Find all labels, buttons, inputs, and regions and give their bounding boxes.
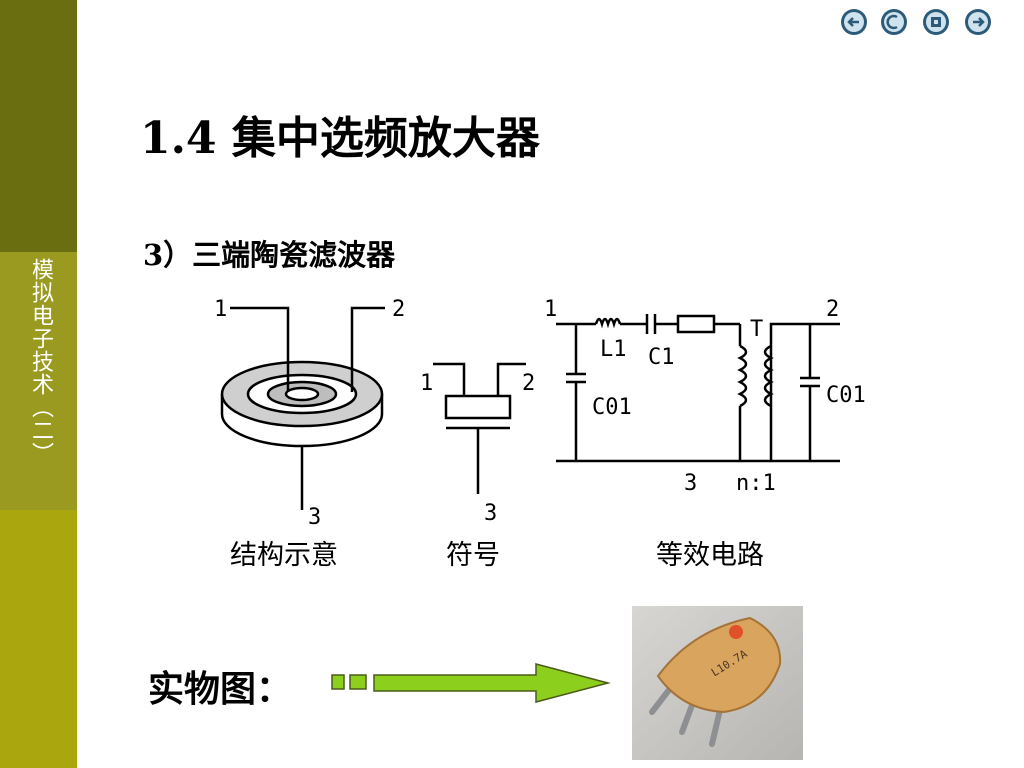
first-icon[interactable] (840, 8, 868, 36)
next-icon[interactable] (964, 8, 992, 36)
circuit-pin1-label: 1 (544, 297, 557, 322)
symbol-pin1-label: 1 (420, 371, 433, 396)
symbol-caption: 符号 (446, 540, 500, 571)
sidebar-top-panel (0, 0, 77, 252)
sidebar-bottom-panel (0, 510, 77, 768)
structure-pin2-label: 2 (392, 297, 405, 322)
structure-pin1-label: 1 (214, 297, 227, 322)
turns-ratio-label: n:1 (736, 471, 776, 496)
photo-label: 实物图： (148, 668, 293, 710)
symbol-pin3-label: 3 (484, 501, 497, 526)
symbol-pin2-label: 2 (522, 371, 535, 396)
structure-drawing (220, 306, 385, 510)
circuit-caption: 等效电路 (656, 540, 764, 571)
nav-bar (840, 8, 1000, 38)
structure-caption: 结构示意 (230, 540, 338, 571)
c01-left-label: C01 (592, 395, 632, 420)
course-title: 模拟电子技术（二） (28, 258, 53, 465)
component-photo: L10.7A (632, 606, 803, 760)
l1-label: L1 (600, 337, 627, 362)
equivalent-circuit (556, 314, 840, 463)
ceramic-filter-diagram: 1 2 3 结构示意 1 2 3 符号 1 (214, 297, 866, 571)
slide-title: 1.4 集中选频放大器 (140, 113, 540, 164)
c1-label: C1 (648, 345, 675, 370)
home-icon[interactable] (922, 8, 950, 36)
sidebar-title-panel (0, 252, 77, 510)
slide-subtitle: 3）三端陶瓷滤波器 (143, 238, 396, 272)
structure-pin3-label: 3 (308, 505, 321, 530)
c01-right-label: C01 (826, 383, 866, 408)
back-icon[interactable] (880, 8, 908, 36)
arrow-icon (331, 663, 611, 703)
filter-symbol (433, 362, 526, 494)
transformer-label: T (750, 317, 763, 342)
circuit-pin3-label: 3 (684, 471, 697, 496)
circuit-pin2-label: 2 (826, 297, 839, 322)
